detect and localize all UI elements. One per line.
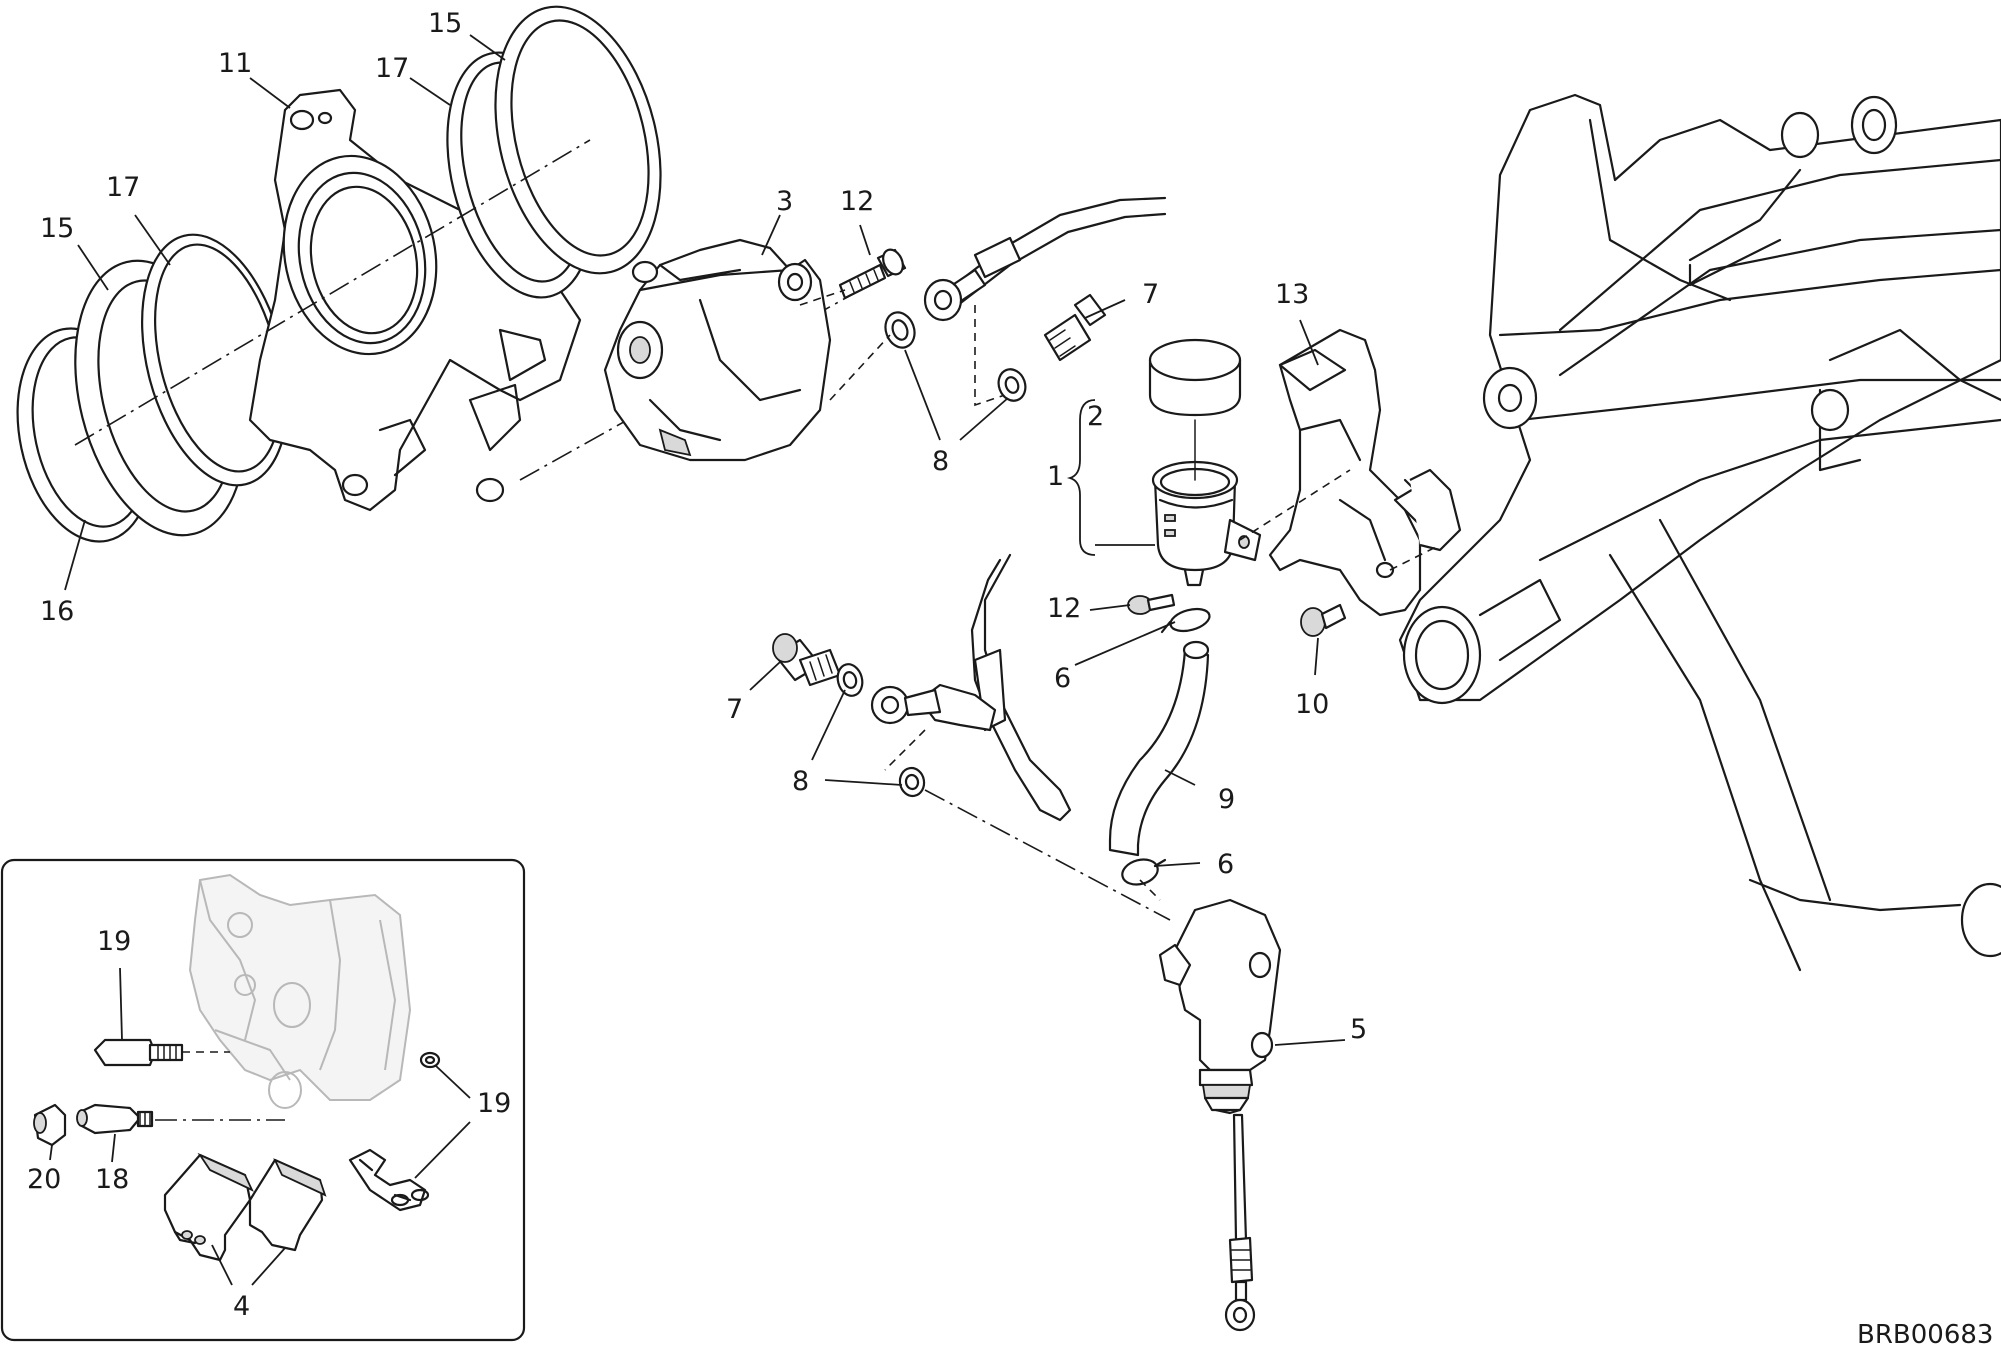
- callout-18: 18: [95, 1164, 129, 1195]
- hose-9: [1108, 640, 1210, 857]
- inset-caliper-detail: [0, 858, 526, 1342]
- bleed-valve-18: [76, 1103, 285, 1135]
- upper-brake-hose: [923, 196, 1167, 407]
- callout-7-upper: 7: [1142, 279, 1159, 310]
- washer-8-upper-a: [884, 311, 916, 349]
- pushrod: [1224, 1113, 1256, 1332]
- shim-ring-15-right: [494, 5, 662, 275]
- callout-7-lower: 7: [726, 694, 743, 725]
- callout-14: 12: [840, 186, 874, 217]
- callout-labels: 15 11 17 17 15 16 3 12 7 8 13 2 1 12 6 1…: [27, 8, 1993, 1350]
- callout-11: 12: [1047, 593, 1081, 624]
- pad-spring-19: [348, 1148, 430, 1212]
- callout-2: 2: [1087, 401, 1104, 432]
- callout-5: 5: [1350, 1014, 1367, 1045]
- bleed-cap-20: [33, 1103, 67, 1147]
- spring-clip-19: [419, 1051, 441, 1069]
- callout-17-left: 17: [106, 172, 140, 203]
- callout-16: 16: [40, 596, 74, 627]
- screw-10: [1300, 603, 1347, 637]
- rear-frame: [1398, 93, 2001, 972]
- callout-20: 20: [27, 1164, 61, 1195]
- callout-10: 10: [1295, 689, 1329, 720]
- callout-4: 4: [233, 1291, 250, 1322]
- master-cylinder-5: [1158, 898, 1282, 1115]
- washer-8-upper-b: [997, 368, 1027, 402]
- lower-brake-hose: [870, 553, 1072, 822]
- caliper-bracket-13: [248, 88, 582, 512]
- lower-line-axis: [924, 789, 1171, 921]
- screw-11: [1127, 593, 1176, 615]
- callout-1: 1: [1047, 461, 1064, 492]
- callout-6-lower: 6: [1217, 849, 1234, 880]
- reservoir-cap-2: [1148, 338, 1242, 417]
- reservoir-bracket-brace: [1066, 399, 1096, 556]
- brake-caliper-3: [603, 238, 832, 462]
- callout-9: 9: [1218, 784, 1235, 815]
- callout-8-lower: 8: [792, 766, 809, 797]
- callout-19-top: 19: [97, 926, 131, 957]
- callout-17-top: 17: [375, 53, 409, 84]
- callout-19-right: 19: [477, 1088, 511, 1119]
- bolt-14: [799, 248, 907, 306]
- callout-15-top: 15: [428, 8, 462, 39]
- callout-3: 3: [776, 186, 793, 217]
- callout-12: 13: [1275, 279, 1309, 310]
- callout-8-upper: 8: [932, 446, 949, 477]
- callout-6-upper: 6: [1054, 663, 1071, 694]
- brake-pads-4: [163, 1152, 327, 1262]
- hose-clamp-6-upper: [1160, 607, 1211, 634]
- washer-8-lower-b: [898, 766, 926, 798]
- reservoir-1: [1151, 419, 1262, 587]
- leader-lines: [49, 34, 1346, 1286]
- washer-8-lower-a: [836, 663, 864, 697]
- pin-19: [93, 1038, 230, 1067]
- reservoir-bracket-12: [1239, 328, 1462, 617]
- banjo-bolt-7-lower: [772, 633, 842, 687]
- drawing-code: BRB00683: [1857, 1320, 1993, 1350]
- callout-13: 11: [218, 48, 252, 79]
- ring-axis: [74, 139, 591, 446]
- hose-axis: [1139, 879, 1161, 901]
- banjo-bolt-7-upper: [829, 293, 1107, 401]
- callout-15-left: 15: [40, 213, 74, 244]
